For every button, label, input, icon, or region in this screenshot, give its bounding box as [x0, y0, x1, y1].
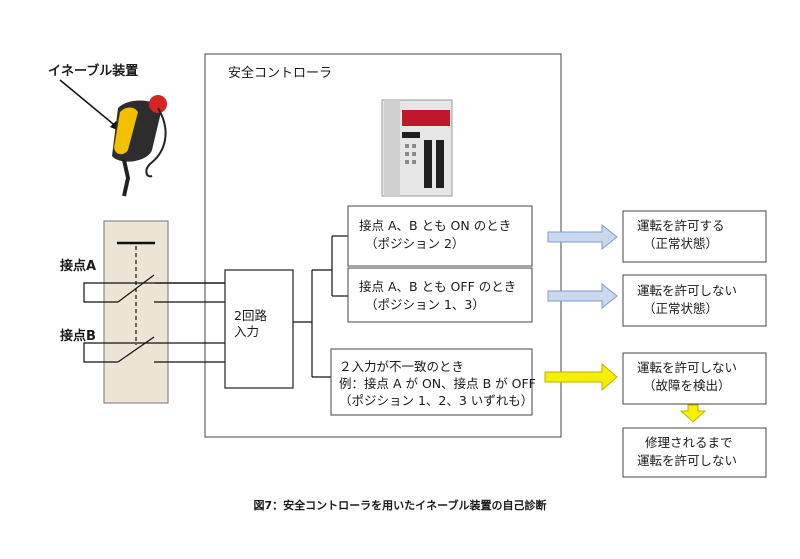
- result-1-line-2: （正常状態）: [643, 236, 719, 251]
- switch-panel: [103, 220, 169, 404]
- result-2-line-1: 運転を許可しない: [637, 283, 738, 298]
- input-box-line-2: 入力: [234, 324, 260, 339]
- contact-a-wiring: [83, 274, 225, 303]
- branch-lines: [293, 235, 348, 378]
- enable-device-label: イネーブル装置: [48, 64, 139, 79]
- condition-3-line-1: ２入力が不一致のとき: [339, 359, 465, 374]
- arrow-normal-2: [547, 282, 618, 310]
- condition-box-2: [347, 267, 533, 323]
- condition-2-line-1: 接点 A、B とも OFF のとき: [359, 279, 517, 294]
- contact-a-label: 接点A: [60, 259, 97, 274]
- arrow-down: [679, 404, 707, 423]
- result-box-3: [622, 352, 767, 405]
- arrow-normal-1: [547, 223, 618, 251]
- condition-1-line-2: （ポジション 2）: [365, 236, 465, 251]
- contact-b-wiring: [83, 336, 225, 363]
- contact-b-label: 接点B: [60, 329, 96, 344]
- controller-frame: [204, 53, 562, 438]
- input-box-line-1: 2回路: [234, 308, 267, 323]
- condition-2-line-2: （ポジション 1、3）: [365, 297, 485, 312]
- device-pointer-line: [59, 79, 119, 129]
- final-result-box: [622, 427, 767, 478]
- result-3-line-2: （故障を検出）: [643, 378, 731, 393]
- condition-box-1: [347, 205, 533, 267]
- condition-3-line-2: 例：接点 A が ON、接点 B が OFF: [339, 376, 536, 391]
- condition-1-line-1: 接点 A、B とも ON のとき: [359, 218, 512, 233]
- condition-box-3: [330, 348, 533, 416]
- enable-device-illustration: [112, 95, 167, 197]
- arrow-fault: [544, 362, 618, 392]
- safety-controller-illustration: [381, 99, 453, 197]
- result-3-line-1: 運転を許可しない: [637, 360, 738, 375]
- result-1-line-1: 運転を許可する: [637, 218, 725, 233]
- result-2-line-2: （正常状態）: [643, 301, 719, 316]
- controller-label: 安全コントローラ: [228, 66, 333, 81]
- final-result-line-2: 運転を許可しない: [637, 453, 738, 468]
- figure-caption: 図7：安全コントローラを用いたイネーブル装置の自己診断: [253, 499, 547, 512]
- final-result-line-1: 修理されるまで: [645, 435, 733, 450]
- input-box-frame: [224, 269, 294, 389]
- result-box-2: [622, 274, 767, 327]
- condition-3-line-3: （ポジション 1、2、3 いずれも）: [339, 393, 534, 408]
- result-box-1: [622, 210, 767, 263]
